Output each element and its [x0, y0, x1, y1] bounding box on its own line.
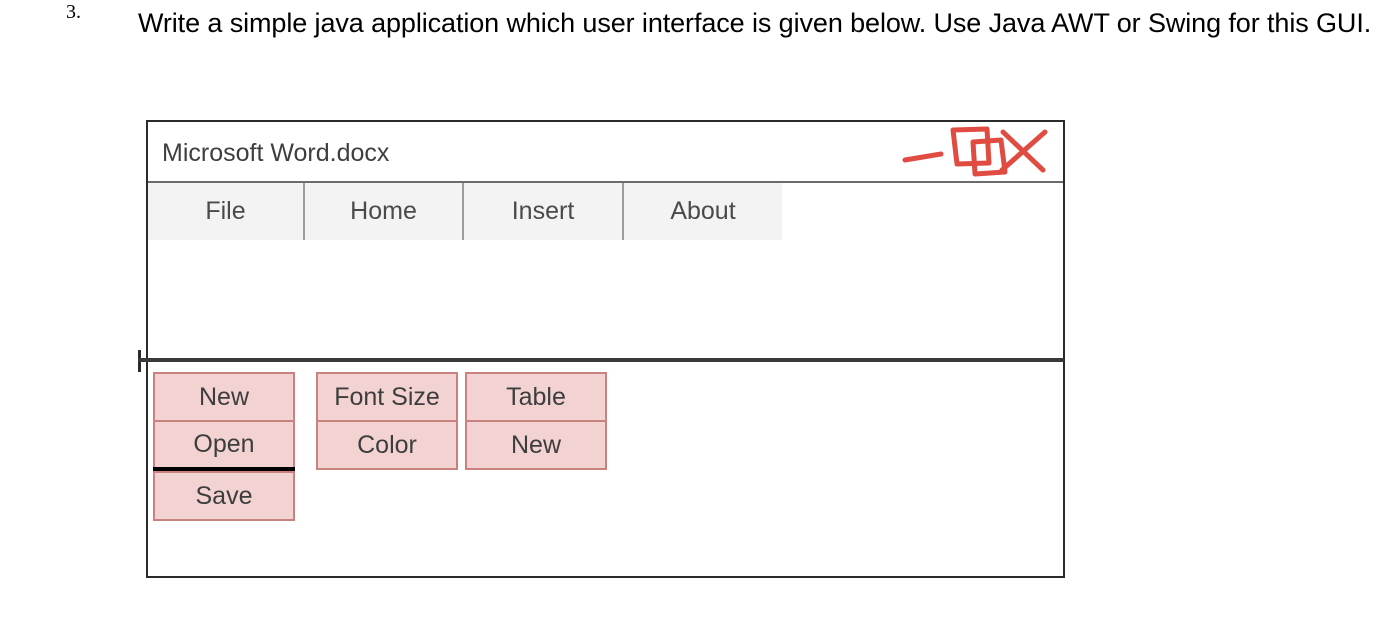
window-title-text: Microsoft Word.docx: [162, 139, 390, 167]
menu-item-font-size[interactable]: Font Size: [316, 372, 458, 422]
menu-item-open[interactable]: Open: [153, 420, 295, 469]
mock-application-window: Microsoft Word.docx File Home Insert Abo…: [138, 120, 1065, 578]
tab-list: File Home Insert About: [148, 183, 786, 240]
maximize-icon-back: [970, 137, 1008, 177]
tab-strip: File Home Insert About: [148, 183, 1063, 240]
close-icon: [1000, 129, 1046, 173]
content-area-divider: [138, 358, 1064, 362]
menu-separator: [153, 467, 295, 473]
menu-item-save[interactable]: Save: [153, 471, 295, 521]
menu-item-table[interactable]: Table: [465, 372, 607, 422]
tab-about[interactable]: About: [624, 183, 782, 240]
insert-menu-group: Table New: [465, 372, 607, 470]
menu-item-new-table[interactable]: New: [465, 420, 607, 470]
tab-insert[interactable]: Insert: [464, 183, 624, 240]
format-menu-group: Font Size Color: [316, 372, 458, 470]
question-text: Write a simple java application which us…: [138, 8, 1372, 38]
window-controls-group: [897, 120, 1057, 182]
tab-file[interactable]: File: [148, 183, 305, 240]
file-menu-group: New Open Save: [153, 372, 295, 521]
menu-item-color[interactable]: Color: [316, 420, 458, 470]
minimize-icon: [902, 151, 944, 163]
window-title-bar: Microsoft Word.docx: [148, 122, 1063, 183]
menu-item-new[interactable]: New: [153, 372, 295, 422]
maximize-icon: [950, 126, 992, 167]
close-icon-2: [999, 129, 1048, 173]
tab-home[interactable]: Home: [305, 183, 464, 240]
menu-content-area: New Open Save Font Size Color Table New: [148, 362, 1063, 576]
question-number: 3.: [66, 1, 81, 23]
